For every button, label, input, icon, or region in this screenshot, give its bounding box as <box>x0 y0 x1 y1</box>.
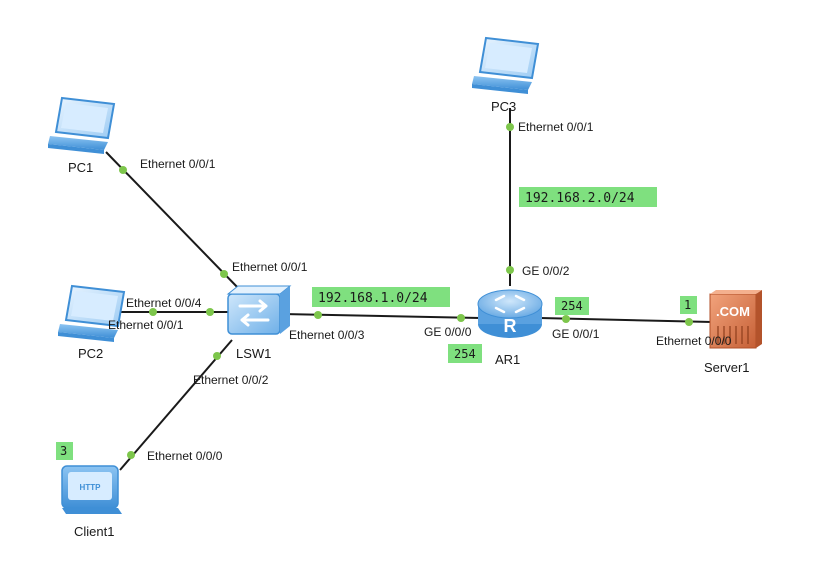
port-dots <box>119 123 693 459</box>
port-dot[interactable] <box>213 352 221 360</box>
device-pc2[interactable] <box>58 284 126 342</box>
port-labels: Ethernet 0/0/1 Ethernet 0/0/1 Ethernet 0… <box>108 120 732 463</box>
address-tags: 192.168.1.0/24 192.168.2.0/24 254 254 1 … <box>56 187 697 460</box>
port-dot[interactable] <box>206 308 214 316</box>
device-label-client1: Client1 <box>74 524 114 539</box>
svg-text:R: R <box>504 316 517 336</box>
port-label: Ethernet 0/0/1 <box>108 318 184 332</box>
pc-icon <box>472 36 540 94</box>
device-label-lsw1: LSW1 <box>236 346 271 361</box>
router-icon: R <box>477 289 543 338</box>
address-tag: 3 <box>60 444 67 458</box>
server-icon: .COM <box>709 290 762 349</box>
port-label: GE 0/0/2 <box>522 264 570 278</box>
network-label: 192.168.1.0/24 <box>318 291 428 306</box>
port-label: GE 0/0/1 <box>552 327 600 341</box>
device-label-pc1: PC1 <box>68 160 93 175</box>
device-label-ar1: AR1 <box>495 352 520 367</box>
port-label: Ethernet 0/0/4 <box>126 296 202 310</box>
port-dot[interactable] <box>685 318 693 326</box>
port-label: Ethernet 0/0/1 <box>518 120 594 134</box>
port-dot[interactable] <box>220 270 228 278</box>
device-label-server1: Server1 <box>704 360 750 375</box>
pc-icon <box>48 96 116 154</box>
device-client1[interactable]: HTTP <box>61 465 122 514</box>
client-badge: HTTP <box>80 483 102 492</box>
address-tag: 1 <box>684 298 691 312</box>
port-label: Ethernet 0/0/1 <box>232 260 308 274</box>
port-dot[interactable] <box>457 314 465 322</box>
address-tag: 254 <box>454 347 476 361</box>
port-label: Ethernet 0/0/2 <box>193 373 269 387</box>
port-dot[interactable] <box>149 308 157 316</box>
port-label: Ethernet 0/0/0 <box>147 449 223 463</box>
link-pc1-lsw1[interactable] <box>105 151 243 293</box>
device-pc1[interactable] <box>48 96 116 154</box>
address-tag: 254 <box>561 299 583 313</box>
port-dot[interactable] <box>314 311 322 319</box>
port-dot[interactable] <box>506 123 514 131</box>
device-lsw1[interactable] <box>226 285 292 335</box>
port-label: GE 0/0/0 <box>424 325 472 339</box>
port-dot[interactable] <box>506 266 514 274</box>
server-badge: .COM <box>716 304 750 319</box>
port-dot[interactable] <box>127 451 135 459</box>
device-label-pc3: PC3 <box>491 99 516 114</box>
port-dot[interactable] <box>119 166 127 174</box>
switch-icon <box>226 285 292 335</box>
network-label: 192.168.2.0/24 <box>525 191 635 206</box>
port-label: Ethernet 0/0/3 <box>289 328 365 342</box>
device-pc3[interactable] <box>472 36 540 94</box>
pc-icon <box>58 284 126 342</box>
port-label: Ethernet 0/0/1 <box>140 157 216 171</box>
http-client-icon: HTTP <box>61 465 122 514</box>
link-lsw1-ar1[interactable] <box>281 313 481 319</box>
device-ar1[interactable]: R <box>477 289 543 338</box>
port-label: Ethernet 0/0/0 <box>656 334 732 348</box>
device-label-pc2: PC2 <box>78 346 103 361</box>
device-server1[interactable]: .COM <box>709 290 762 349</box>
link-client1-lsw1[interactable] <box>119 339 233 471</box>
port-dot[interactable] <box>562 315 570 323</box>
